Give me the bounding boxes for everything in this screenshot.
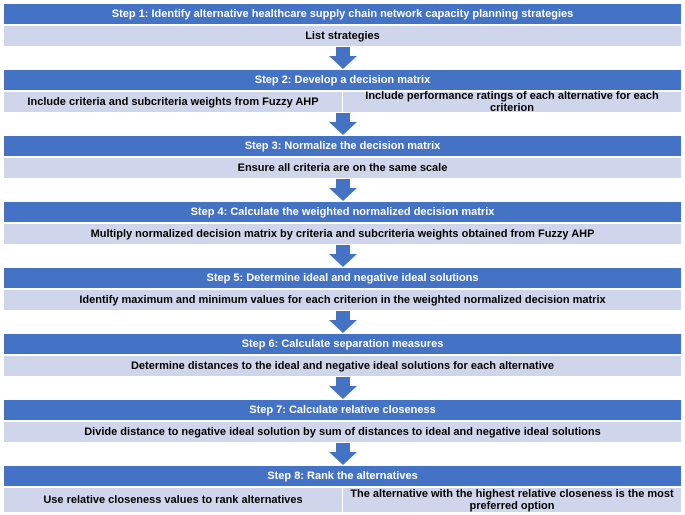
step-6-header: Step 6: Calculate separation measures: [3, 333, 682, 355]
step-7: Step 7: Calculate relative closeness Div…: [3, 399, 682, 443]
step-4-header: Step 4: Calculate the weighted normalize…: [3, 201, 682, 223]
step-5: Step 5: Determine ideal and negative ide…: [3, 267, 682, 311]
step-2-item-2: Include performance ratings of each alte…: [342, 90, 681, 114]
down-arrow-icon: [329, 113, 357, 135]
step-5-header: Step 5: Determine ideal and negative ide…: [3, 267, 682, 289]
step-3-item: Ensure all criteria are on the same scal…: [237, 162, 448, 174]
step-3-body: Ensure all criteria are on the same scal…: [3, 157, 682, 179]
step-8-header: Step 8: Rank the alternatives: [3, 465, 682, 487]
step-4-body: Multiply normalized decision matrix by c…: [3, 223, 682, 245]
down-arrow-icon: [329, 377, 357, 399]
down-arrow-icon: [329, 47, 357, 69]
step-5-body: Identify maximum and minimum values for …: [3, 289, 682, 311]
step-8-item-2: The alternative with the highest relativ…: [342, 488, 681, 512]
step-3-header: Step 3: Normalize the decision matrix: [3, 135, 682, 157]
step-8-item-1: Use relative closeness values to rank al…: [43, 494, 303, 506]
step-3: Step 3: Normalize the decision matrix En…: [3, 135, 682, 179]
step-5-item: Identify maximum and minimum values for …: [79, 294, 606, 306]
step-6: Step 6: Calculate separation measures De…: [3, 333, 682, 377]
step-2: Step 2: Develop a decision matrix Includ…: [3, 69, 682, 114]
step-2-item-1: Include criteria and subcriteria weights…: [27, 96, 319, 108]
step-1-header: Step 1: Identify alternative healthcare …: [3, 3, 682, 25]
step-1-item: List strategies: [305, 30, 380, 42]
down-arrow-icon: [329, 179, 357, 201]
step-7-header: Step 7: Calculate relative closeness: [3, 399, 682, 421]
step-7-body: Divide distance to negative ideal soluti…: [3, 421, 682, 443]
step-1: Step 1: Identify alternative healthcare …: [3, 3, 682, 47]
step-2-body: Include criteria and subcriteria weights…: [3, 90, 682, 114]
step-1-body: List strategies: [3, 25, 682, 47]
down-arrow-icon: [329, 443, 357, 465]
step-6-body: Determine distances to the ideal and neg…: [3, 355, 682, 377]
step-4-item: Multiply normalized decision matrix by c…: [90, 228, 595, 240]
down-arrow-icon: [329, 245, 357, 267]
step-7-item: Divide distance to negative ideal soluti…: [84, 426, 601, 438]
step-4: Step 4: Calculate the weighted normalize…: [3, 201, 682, 245]
step-6-item: Determine distances to the ideal and neg…: [130, 360, 554, 372]
down-arrow-icon: [329, 311, 357, 333]
step-8: Step 8: Rank the alternatives Use relati…: [3, 465, 682, 513]
step-8-body: Use relative closeness values to rank al…: [3, 487, 682, 513]
step-2-header: Step 2: Develop a decision matrix: [3, 69, 682, 91]
